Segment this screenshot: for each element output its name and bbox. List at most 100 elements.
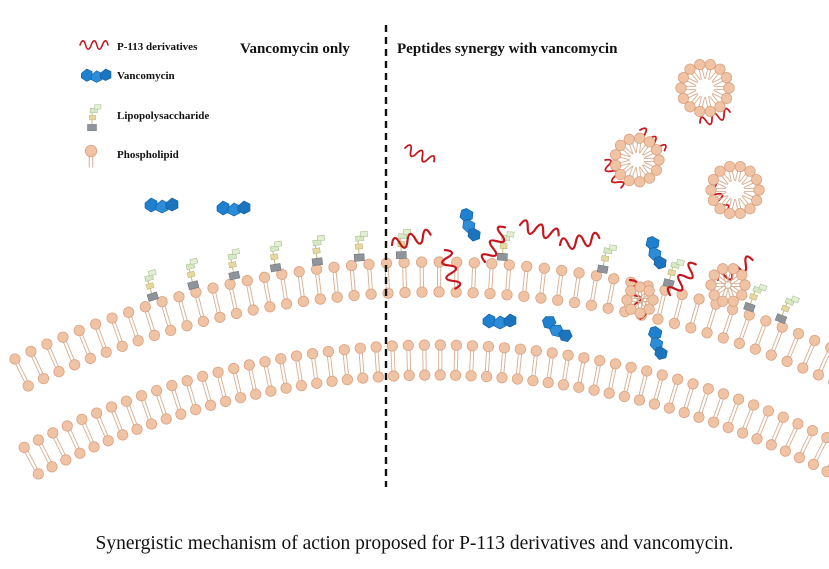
phospholipid <box>572 371 587 394</box>
phospholipid <box>26 457 46 482</box>
phospholipid <box>71 323 91 347</box>
phospholipid <box>541 366 556 389</box>
phospholipid <box>465 360 478 382</box>
phospholipid <box>82 430 102 455</box>
phospholipid <box>295 285 310 308</box>
phospholipid <box>292 265 307 288</box>
phospholipid <box>418 339 431 361</box>
phospholipid <box>74 412 94 436</box>
phospholipid <box>216 385 233 409</box>
phospholipid <box>757 403 776 428</box>
membrane-bilayers <box>7 256 829 482</box>
phospholipid <box>149 383 167 407</box>
phospholipid <box>792 441 812 465</box>
phospholipid <box>89 405 108 430</box>
phospholipid <box>194 305 211 329</box>
phospholipid <box>111 418 130 443</box>
phospholipid <box>526 364 541 387</box>
legend-peptide-label: P-113 derivatives <box>117 41 198 53</box>
phospholipid <box>700 316 717 340</box>
phospholipid <box>119 394 138 418</box>
phospholipid <box>748 332 766 357</box>
phospholipid <box>186 393 203 417</box>
phospholipid <box>7 351 27 376</box>
phospholipid <box>601 292 617 315</box>
phospholipid <box>40 450 60 475</box>
phospholipid <box>347 279 361 302</box>
phospholipid <box>240 274 256 297</box>
phospholipid <box>468 256 481 279</box>
phospholipid <box>706 405 724 430</box>
phospholipid <box>47 355 67 379</box>
phospholipid <box>534 282 549 305</box>
phospholipid <box>68 436 88 461</box>
phospholipid <box>434 359 446 381</box>
phospholipid <box>63 348 82 373</box>
phospholipid <box>755 313 773 338</box>
phospholipid <box>632 383 649 407</box>
phospholipid <box>667 307 684 331</box>
phospholipid <box>128 324 146 348</box>
phospholipid <box>246 377 263 401</box>
phospholipid <box>23 344 43 368</box>
phospholipid <box>364 278 378 301</box>
phospholipid <box>345 259 359 282</box>
phospholipid <box>211 365 228 389</box>
vancomycin-molecule <box>144 197 179 214</box>
phospholipid <box>480 360 494 383</box>
phospholipid <box>403 359 416 382</box>
phospholipid <box>683 311 701 335</box>
phospholipid <box>502 258 516 281</box>
phospholipid <box>800 423 820 447</box>
phospholipid <box>805 448 826 472</box>
phospholipid <box>560 348 575 372</box>
phospholipid <box>312 283 327 306</box>
phospholipid <box>206 281 222 305</box>
phospholipid <box>275 267 290 291</box>
phospholipid <box>591 354 607 377</box>
phospholipid <box>340 363 354 386</box>
phospholipid <box>164 378 182 402</box>
phospholipid <box>354 342 368 365</box>
legend-vancomycin-label: Vancomycin <box>117 70 175 82</box>
phospholipid <box>691 400 709 425</box>
phospholipid <box>371 361 385 383</box>
lipopolysaccharide <box>308 234 329 267</box>
phospholipid <box>632 131 646 155</box>
phospholipid <box>433 276 445 298</box>
phospholipid <box>466 339 479 362</box>
phospholipid <box>402 339 415 362</box>
phospholipid <box>819 455 829 479</box>
phospholipid <box>387 360 400 382</box>
phospholipid <box>716 321 734 345</box>
phospholipid <box>803 333 822 357</box>
phospholipid <box>338 343 352 366</box>
phospholipid <box>88 316 107 341</box>
phospholipid <box>97 424 116 448</box>
phospholipid <box>588 269 603 292</box>
phospholipid <box>513 343 527 366</box>
phospholipid <box>602 377 618 400</box>
phospholipid <box>528 344 543 367</box>
phospholipid <box>771 319 790 344</box>
phospholipid <box>575 351 591 374</box>
phospholipid <box>324 365 339 388</box>
legend-lps-label: Lipopolysaccharide <box>117 110 209 122</box>
vancomycin-molecule <box>456 206 483 244</box>
peptide-icon <box>79 40 109 50</box>
phospholipid <box>554 264 568 287</box>
phospholipid <box>689 292 706 316</box>
phospholipid <box>584 289 600 312</box>
phospholipid <box>381 277 394 300</box>
phospholipid <box>16 439 37 464</box>
vancomycin-molecule <box>538 312 575 346</box>
legend-phospholipid-label: Phospholipid <box>117 149 179 161</box>
phospholipid <box>764 428 783 453</box>
phospholipid <box>652 368 670 392</box>
phospholipid <box>227 297 244 321</box>
phospholipid <box>398 256 411 279</box>
phospholipid <box>698 381 716 406</box>
phospholipid <box>201 389 218 413</box>
phospholipid <box>30 432 51 457</box>
phospholipid <box>278 287 294 311</box>
